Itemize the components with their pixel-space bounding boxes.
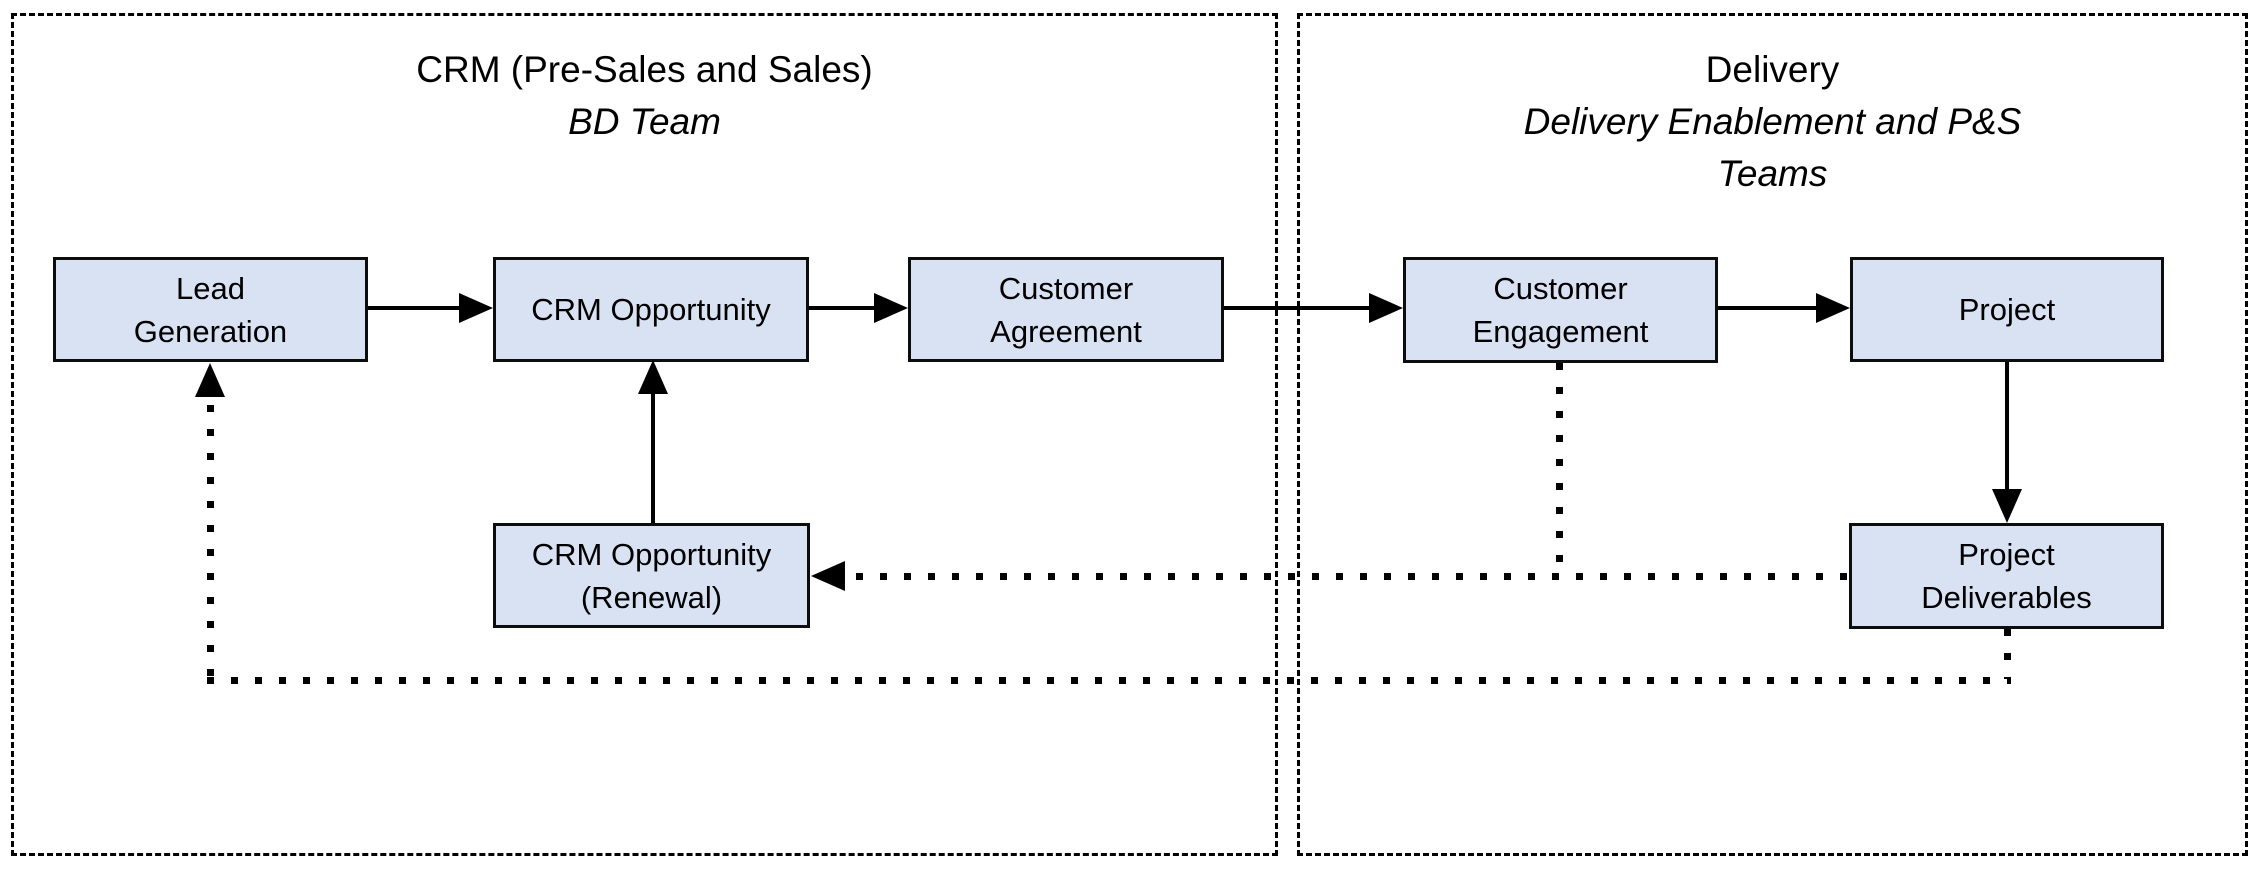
dotted-deliverables-to-leadgen-segment-down	[2004, 629, 2011, 679]
node-project: Project	[1850, 257, 2164, 362]
node-lead-generation-label: Lead Generation	[133, 270, 288, 349]
node-project-label: Project	[1958, 292, 2056, 327]
zone-crm-title: CRM (Pre-Sales and Sales) BD Team	[11, 44, 1278, 148]
node-crm-opportunity-renewal: CRM Opportunity (Renewal)	[493, 523, 810, 628]
node-lead-generation: Lead Generation	[53, 257, 368, 362]
zone-crm-title-text: CRM (Pre-Sales and Sales)	[416, 49, 873, 90]
node-crm-opportunity-label: CRM Opportunity	[531, 292, 771, 327]
dotted-deliverables-to-leadgen-segment-up	[207, 405, 214, 677]
zone-delivery	[1297, 13, 2248, 856]
node-crm-opportunity: CRM Opportunity	[493, 257, 809, 362]
arrow-renewal-to-opportunity-line	[651, 394, 655, 523]
node-crm-opportunity-renewal-label: CRM Opportunity (Renewal)	[531, 536, 772, 615]
node-customer-agreement-label: Customer Agreement	[990, 270, 1142, 349]
node-project-deliverables-label: Project Deliverables	[1921, 537, 2092, 615]
dotted-deliverables-to-leadgen-head	[195, 363, 225, 397]
arrow-agreement-to-engagement-line	[1224, 306, 1369, 310]
arrow-project-to-deliverables-head	[1992, 489, 2022, 523]
arrow-opportunity-to-agreement-head	[874, 293, 908, 323]
zone-crm-subtitle-text: BD Team	[568, 101, 721, 142]
dotted-deliverables-to-renewal-head	[811, 561, 845, 591]
arrow-engagement-to-project-line	[1718, 306, 1816, 310]
node-customer-engagement-label: Customer Engagement	[1472, 271, 1649, 349]
zone-delivery-subtitle-text: Delivery Enablement and P&S Teams	[1523, 101, 2022, 194]
arrow-opportunity-to-agreement-line	[809, 306, 874, 310]
dotted-deliverables-to-leadgen-segment-across	[207, 677, 2011, 684]
arrow-engagement-to-project-head	[1816, 293, 1850, 323]
zone-delivery-title: Delivery Delivery Enablement and P&S Tea…	[1297, 44, 2248, 200]
dotted-deliverables-to-renewal-line	[856, 573, 1849, 580]
arrow-leadgen-to-opportunity-head	[459, 293, 493, 323]
node-customer-engagement: Customer Engagement	[1403, 257, 1718, 363]
arrow-leadgen-to-opportunity-line	[368, 306, 459, 310]
arrow-agreement-to-engagement-head	[1369, 293, 1403, 323]
node-project-deliverables: Project Deliverables	[1849, 523, 2164, 629]
arrow-renewal-to-opportunity-head	[638, 360, 668, 394]
arrow-project-to-deliverables-line	[2005, 362, 2009, 489]
dotted-engagement-branch-line	[1556, 363, 1563, 575]
zone-delivery-title-text: Delivery	[1705, 49, 1840, 90]
zone-crm	[11, 13, 1278, 856]
node-customer-agreement: Customer Agreement	[908, 257, 1224, 362]
